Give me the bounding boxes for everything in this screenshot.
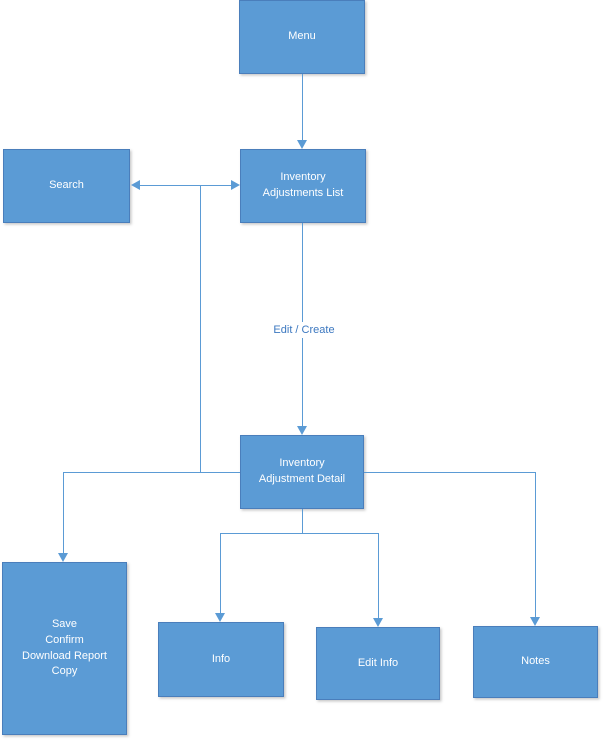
connector-list-branch-drop-line xyxy=(200,185,201,472)
node-notes-label: Notes xyxy=(521,655,550,668)
connector-menu-to-list-line xyxy=(302,74,303,141)
connector-search-list-right-arrowhead-icon xyxy=(231,180,240,190)
connector-detail-to-edit-info-arrowhead-icon xyxy=(373,618,383,627)
node-actions-line-copy: Copy xyxy=(51,665,78,678)
connector-search-list-line xyxy=(139,185,232,186)
connector-detail-to-info-arrowhead-icon xyxy=(215,613,225,622)
node-inventory-adjustment-detail: Inventory Adjustment Detail xyxy=(240,435,364,509)
node-actions-line-save: Save xyxy=(51,617,78,630)
connector-menu-to-list-arrowhead-icon xyxy=(297,140,307,149)
node-info-label: Info xyxy=(211,652,231,665)
node-menu: Menu xyxy=(239,0,365,74)
node-inventory-adjustments-list-label: Inventory Adjustments List xyxy=(262,171,344,199)
connector-detail-to-actions-vline xyxy=(63,472,64,553)
node-actions: Save Confirm Download Report Copy xyxy=(2,562,127,735)
connector-list-to-detail-arrowhead-icon xyxy=(297,426,307,435)
connector-detail-to-actions-arrowhead-icon xyxy=(58,553,68,562)
connector-detail-to-info-vline xyxy=(220,533,221,613)
node-search: Search xyxy=(3,149,130,223)
connector-detail-to-actions-hline xyxy=(63,472,240,473)
edge-label-edit-create: Edit / Create xyxy=(262,322,346,338)
node-inventory-adjustments-list: Inventory Adjustments List xyxy=(240,149,366,223)
node-edit-info-label: Edit Info xyxy=(357,656,399,669)
connector-detail-bottom-hline xyxy=(220,533,378,534)
connector-search-list-left-arrowhead-icon xyxy=(131,180,140,190)
node-info: Info xyxy=(158,622,284,697)
node-actions-line-download-report: Download Report xyxy=(22,649,107,662)
node-notes: Notes xyxy=(473,626,598,698)
connector-detail-bottom-stem-line xyxy=(302,509,303,533)
connector-detail-to-notes-arrowhead-icon xyxy=(530,617,540,626)
node-inventory-adjustment-detail-label: Inventory Adjustment Detail xyxy=(258,457,346,485)
node-search-label: Search xyxy=(49,179,84,192)
connector-detail-to-notes-hline xyxy=(364,472,535,473)
node-actions-line-confirm: Confirm xyxy=(45,633,84,646)
node-menu-label: Menu xyxy=(288,30,316,43)
node-edit-info: Edit Info xyxy=(316,627,440,700)
connector-detail-to-notes-vline xyxy=(535,472,536,617)
connector-detail-to-edit-info-vline xyxy=(378,533,379,618)
